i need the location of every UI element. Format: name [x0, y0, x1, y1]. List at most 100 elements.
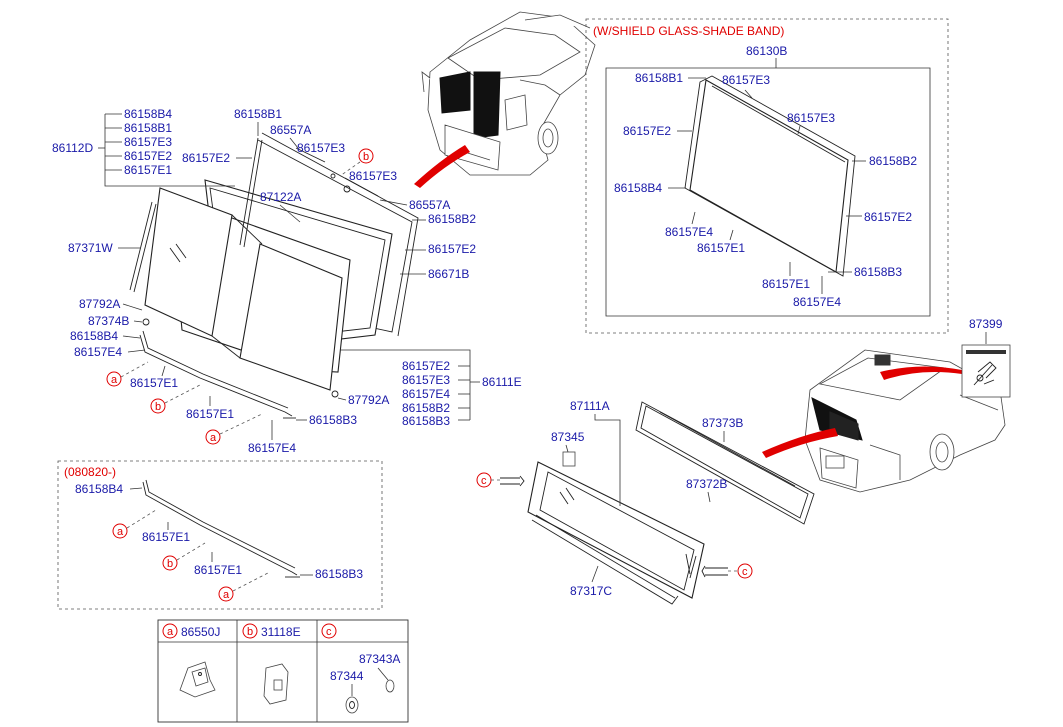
- label-86157e2: 86157E2: [124, 149, 172, 163]
- svg-text:a: a: [117, 526, 124, 538]
- label-86157e3: 86157E3: [124, 135, 172, 149]
- svg-text:c: c: [481, 475, 487, 487]
- label-shield-86157e4-a: 86157E4: [665, 225, 713, 239]
- svg-text:b: b: [167, 558, 173, 570]
- svg-text:c: c: [326, 626, 332, 638]
- group-86112d-leader: [98, 113, 235, 187]
- callout-c-right: [737, 563, 753, 579]
- shield-variant-heading: (W/SHIELD GLASS-SHADE BAND): [593, 24, 784, 38]
- label-87374b: 87374B: [88, 314, 129, 328]
- svg-text:b: b: [247, 626, 253, 638]
- label-86158b2: 86158B2: [428, 212, 476, 226]
- label-86157e1-lower-a: 86157E1: [130, 376, 178, 390]
- label-shield-86157e1-a: 86157E1: [697, 241, 745, 255]
- date-variant-heading: (080820-): [64, 465, 116, 479]
- label-right-86157e3: 86157E3: [402, 373, 450, 387]
- fastener-87343a-icon: [377, 667, 395, 693]
- label-date-86157e1-b: 86157E1: [194, 563, 242, 577]
- legend-callout-b: [242, 623, 258, 639]
- legend-87344: 87344: [330, 669, 364, 683]
- label-87345: 87345: [551, 430, 585, 444]
- label-shield-86158b3: 86158B3: [854, 265, 902, 279]
- label-date-86157e1-a: 86157E1: [142, 530, 190, 544]
- label-shield-86157e3-top: 86157E3: [722, 73, 770, 87]
- label-86157e1: 86157E1: [124, 163, 172, 177]
- svg-text:a: a: [210, 432, 217, 444]
- label-right-86158b3: 86158B3: [402, 414, 450, 428]
- label-86158b1: 86158B1: [124, 121, 172, 135]
- label-86112d: 86112D: [52, 141, 93, 155]
- label-87317c: 87317C: [570, 584, 612, 598]
- label-upper-86158b1: 86158B1: [234, 107, 282, 121]
- label-shield-86157e2-right: 86157E2: [864, 210, 912, 224]
- label-87792a-left: 87792A: [79, 297, 120, 311]
- callout-b-1: [150, 398, 166, 414]
- shield-variant-box: [585, 18, 949, 334]
- label-right-86157e4: 86157E4: [402, 387, 450, 401]
- legend-31118e: 31118E: [261, 625, 301, 639]
- label-date-86158b3: 86158B3: [315, 567, 363, 581]
- legend-86550j: 86550J: [181, 625, 220, 639]
- rear-van-illustration: [804, 349, 1006, 493]
- callout-a-date-1: [112, 523, 128, 539]
- fastener-87344-icon: [345, 684, 359, 714]
- date-variant-box: [57, 460, 383, 610]
- label-86157e4-lower: 86157E4: [74, 345, 122, 359]
- label-86157e3-top: 86157E3: [297, 141, 345, 155]
- svg-text:b: b: [363, 151, 369, 163]
- label-shield-86158b2: 86158B2: [869, 154, 917, 168]
- label-86157e4-bottom: 86157E4: [248, 441, 296, 455]
- label-86557a-right: 86557A: [409, 198, 450, 212]
- front-van-illustration: [421, 11, 596, 176]
- svg-text:a: a: [111, 374, 118, 386]
- callout-b-date: [162, 555, 178, 571]
- label-shield-86157e1-b: 86157E1: [762, 277, 810, 291]
- clip-86550j-icon: [179, 661, 216, 698]
- label-87372b: 87372B: [686, 477, 727, 491]
- callout-a-2: [205, 429, 221, 445]
- svg-text:b: b: [155, 401, 161, 413]
- date-variant-moulding: [142, 479, 300, 578]
- label-86130b: 86130B: [746, 44, 787, 58]
- legend-87343a: 87343A: [359, 652, 400, 666]
- label-pointer-arrow: [880, 366, 962, 380]
- front-pointer-arrow: [414, 145, 470, 188]
- label-86671b: 86671B: [428, 267, 469, 281]
- label-right-86158b2: 86158B2: [402, 401, 450, 415]
- legend-callout-c: [321, 623, 337, 639]
- svg-text:a: a: [167, 626, 174, 638]
- label-86111e: 86111E: [482, 375, 522, 389]
- label-87122a: 87122A: [260, 190, 301, 204]
- label-86157e3-right: 86157E3: [349, 169, 397, 183]
- label-86557a-top: 86557A: [270, 123, 311, 137]
- rear-window-assembly: [500, 401, 815, 605]
- label-right-86157e2: 86157E2: [402, 359, 450, 373]
- label-86157e2-right: 86157E2: [428, 242, 476, 256]
- label-86158b4: 86158B4: [124, 107, 172, 121]
- legend-callout-a: [162, 623, 178, 639]
- callout-a-1: [106, 371, 122, 387]
- label-87399: 87399: [969, 317, 1003, 331]
- svg-text:c: c: [742, 566, 748, 578]
- label-shield-86157e3-right: 86157E3: [787, 111, 835, 125]
- clip-31118e-icon: [263, 663, 289, 705]
- label-shield-86157e4-b: 86157E4: [793, 295, 841, 309]
- label-87373b: 87373B: [702, 416, 743, 430]
- label-date-86158b4: 86158B4: [75, 482, 123, 496]
- hammer-icon: [973, 361, 997, 386]
- label-87371w: 87371W: [68, 241, 113, 255]
- label-shield-86157e2-left: 86157E2: [623, 124, 671, 138]
- label-86158b3-lower: 86158B3: [309, 413, 357, 427]
- label-upper-86157e2: 86157E2: [182, 151, 230, 165]
- svg-text:a: a: [223, 589, 230, 601]
- label-shield-86158b4: 86158B4: [614, 181, 662, 195]
- label-shield-86158b1: 86158B1: [635, 71, 683, 85]
- front-windshield-assembly: [129, 132, 419, 419]
- label-87111a: 87111A: [570, 399, 610, 413]
- label-87792a-right: 87792A: [348, 393, 389, 407]
- callout-a-date-2: [218, 586, 234, 602]
- rear-pointer-arrow: [762, 428, 838, 458]
- label-86158b4-lower: 86158B4: [70, 329, 118, 343]
- group-86111e-leader: [340, 349, 480, 421]
